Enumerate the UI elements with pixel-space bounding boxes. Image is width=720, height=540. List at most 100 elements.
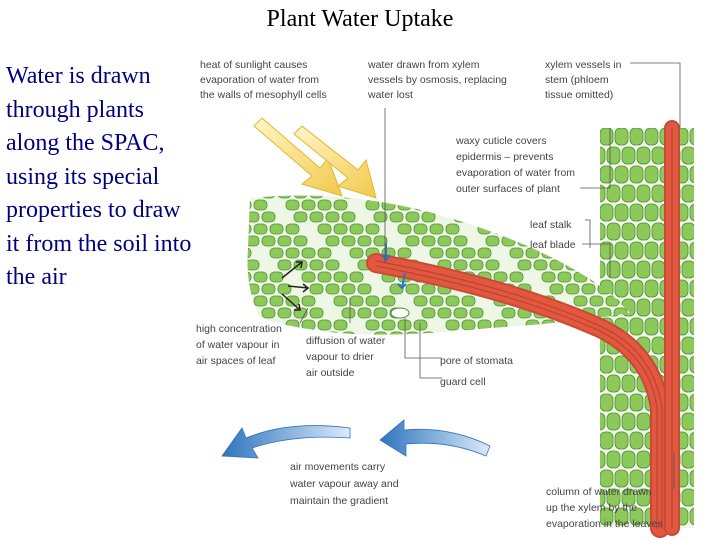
plant-cell bbox=[681, 450, 694, 469]
plant-cell bbox=[509, 223, 524, 235]
plant-cell bbox=[557, 271, 572, 283]
plant-cell bbox=[301, 319, 316, 331]
plant-cell bbox=[341, 235, 356, 247]
plant-cell bbox=[600, 450, 606, 469]
plant-cell bbox=[461, 247, 476, 259]
plant-cell bbox=[629, 469, 644, 488]
plant-cell bbox=[600, 241, 614, 260]
plant-cell bbox=[405, 211, 420, 223]
plant-cell bbox=[614, 469, 629, 488]
plant-cell bbox=[277, 283, 292, 295]
plant-cell bbox=[485, 331, 500, 335]
plant-cell bbox=[485, 259, 500, 271]
plant-cell bbox=[681, 488, 694, 507]
plant-cell bbox=[606, 222, 621, 241]
plant-cell bbox=[541, 271, 556, 283]
plant-cell bbox=[373, 235, 388, 247]
plant-cell bbox=[230, 308, 243, 318]
plant-cell bbox=[600, 203, 614, 222]
plant-cell bbox=[349, 295, 364, 307]
label-leaf-stalk: leaf stalk bbox=[530, 219, 572, 231]
label-leaf-blade: leaf blade bbox=[530, 239, 576, 251]
plant-cell bbox=[600, 469, 614, 488]
plant-cell bbox=[437, 307, 452, 319]
plant-cell bbox=[600, 374, 606, 393]
plant-cell bbox=[651, 260, 666, 279]
plant-cell bbox=[421, 331, 436, 335]
plant-cell bbox=[629, 393, 644, 412]
plant-cell bbox=[606, 146, 621, 165]
plant-cell bbox=[681, 374, 694, 393]
leader-lines bbox=[299, 62, 681, 489]
plant-cell bbox=[565, 283, 580, 295]
plant-cell bbox=[581, 235, 596, 247]
plant-cell bbox=[689, 355, 694, 374]
plant-cell bbox=[397, 247, 412, 259]
plant-cell bbox=[453, 211, 468, 223]
plant-cell bbox=[421, 307, 436, 319]
plant-cell bbox=[373, 211, 388, 223]
plant-cell bbox=[681, 146, 694, 165]
plant-cell bbox=[644, 241, 659, 260]
plant-cell bbox=[681, 260, 694, 279]
plant-cell bbox=[697, 299, 710, 316]
plant-cell bbox=[247, 271, 252, 283]
plant-cell bbox=[697, 413, 710, 430]
plant-cell bbox=[644, 165, 659, 184]
plant-cell bbox=[689, 241, 694, 260]
plant-cell bbox=[349, 223, 364, 235]
plant-cell bbox=[247, 223, 252, 235]
plant-cell bbox=[581, 283, 596, 295]
plant-cell bbox=[614, 241, 629, 260]
plant-cell bbox=[469, 331, 484, 335]
plant-cell bbox=[636, 412, 651, 431]
plant-cell bbox=[501, 331, 516, 335]
plant-cell bbox=[333, 319, 348, 331]
plant-cell bbox=[629, 241, 644, 260]
plant-cell bbox=[697, 261, 710, 278]
plant-cell bbox=[585, 432, 598, 449]
plant-cell bbox=[469, 259, 484, 271]
label-vapour-concentration: high concentration of water vapour in ai… bbox=[196, 323, 285, 367]
plant-cell bbox=[253, 199, 268, 211]
plant-cell bbox=[689, 507, 694, 526]
plant-cell bbox=[453, 307, 468, 319]
plant-cell bbox=[621, 412, 636, 431]
plant-cell bbox=[629, 431, 644, 450]
plant-cell bbox=[317, 319, 332, 331]
diagram-labels: heat of sunlight causes evaporation of w… bbox=[196, 59, 663, 530]
plant-cell bbox=[600, 222, 606, 241]
plant-cell bbox=[453, 331, 468, 335]
plant-cell bbox=[689, 431, 694, 450]
plant-cell bbox=[585, 242, 598, 259]
plant-cell bbox=[600, 128, 614, 146]
plant-cell bbox=[453, 259, 468, 271]
plant-cell bbox=[477, 223, 492, 235]
label-column-of-water: column of water drawn up the xylem by th… bbox=[546, 486, 663, 530]
plant-cell bbox=[349, 247, 364, 259]
plant-cell bbox=[437, 195, 452, 199]
plant-cell bbox=[445, 295, 460, 307]
plant-cell bbox=[614, 393, 629, 412]
plant-cell bbox=[585, 128, 598, 145]
plant-cell bbox=[509, 271, 524, 283]
plant-cell bbox=[681, 184, 694, 203]
plant-cell bbox=[621, 222, 636, 241]
plant-cell bbox=[285, 223, 300, 235]
label-waxy-cuticle: waxy cuticle covers epidermis – prevents… bbox=[455, 135, 578, 195]
plant-cell bbox=[629, 507, 644, 526]
plant-cell bbox=[533, 259, 548, 271]
plant-cell bbox=[606, 412, 621, 431]
plant-cell bbox=[614, 355, 629, 374]
plant-cell bbox=[341, 283, 356, 295]
label-xylem-vessels: xylem vessels in stem (phloem tissue omi… bbox=[545, 59, 624, 101]
plant-cell bbox=[349, 271, 364, 283]
plant-cell bbox=[230, 212, 243, 222]
plant-cell bbox=[573, 271, 588, 283]
plant-cell bbox=[644, 317, 659, 336]
xylem-vessels bbox=[366, 120, 680, 538]
plant-cell bbox=[565, 259, 580, 271]
plant-cell bbox=[644, 128, 659, 146]
plant-cell bbox=[317, 271, 332, 283]
plant-cell bbox=[477, 247, 492, 259]
